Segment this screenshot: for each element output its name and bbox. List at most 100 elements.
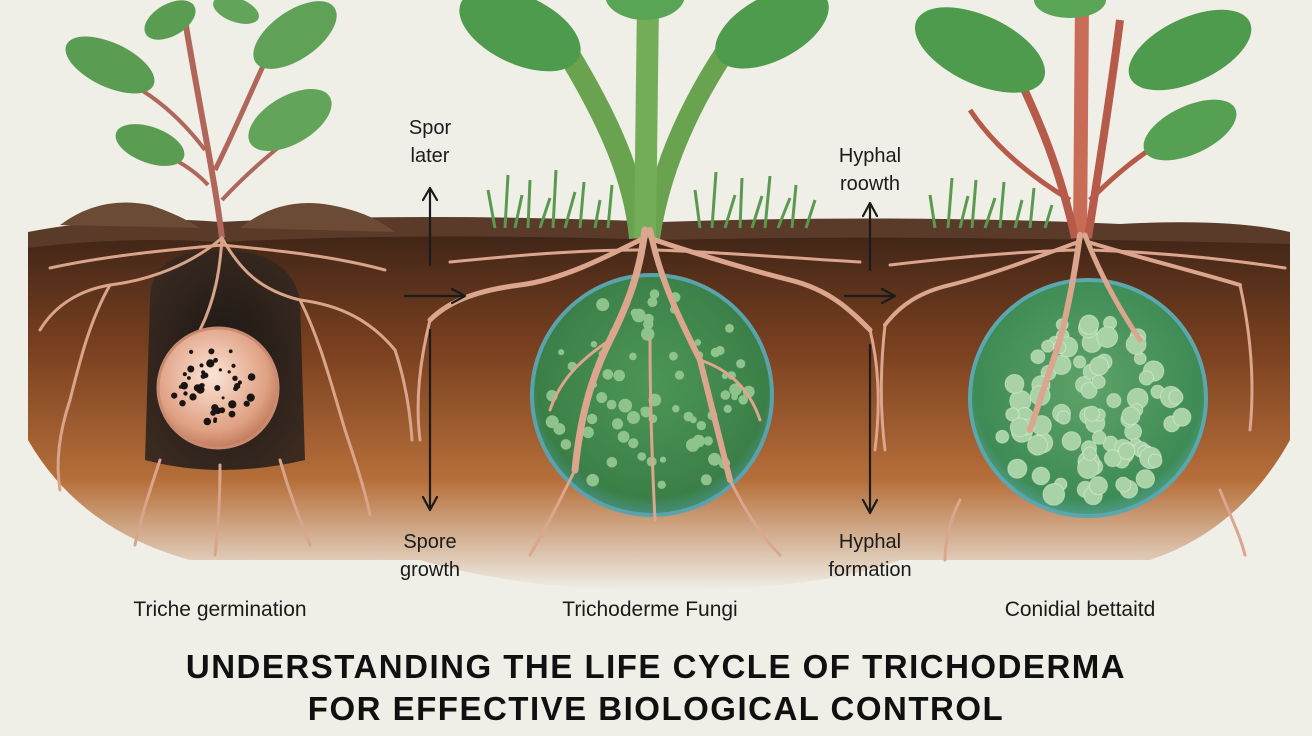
colony-spot (672, 405, 680, 413)
colony-spot (696, 420, 706, 431)
conidium (1172, 407, 1192, 427)
plant-1 (65, 0, 337, 239)
colony-spot (674, 370, 685, 380)
seed-spot (234, 383, 241, 390)
colony-spot (596, 298, 610, 312)
conidium (1096, 326, 1119, 349)
seed-spot (199, 363, 204, 368)
seed-spot (183, 391, 188, 396)
diagram-title-line-1: UNDERSTANDING THE LIFE CYCLE OF TRICHODE… (185, 648, 1127, 685)
colony-spot (708, 452, 721, 466)
colony-spot (659, 456, 667, 463)
colony-spot (669, 351, 678, 361)
seed-spot (211, 404, 219, 412)
colony-spot (613, 369, 625, 382)
colony-spot (733, 386, 741, 394)
arrow-label-left-top: Spor later (408, 117, 452, 167)
conidium (1073, 355, 1087, 369)
conidium (1115, 476, 1132, 493)
colony-spot (590, 341, 598, 348)
colony-spot (736, 359, 746, 369)
diagram-title-line-2: FOR EFFECTIVE BIOLOGICAL CONTROL (307, 690, 1005, 727)
colony-spot (640, 407, 647, 414)
colony-spot (637, 452, 647, 461)
seed-spot (189, 393, 197, 401)
conidium (1088, 476, 1109, 496)
roots-2 (416, 226, 880, 557)
conidium (1005, 407, 1020, 422)
seed-spot (203, 417, 212, 426)
colony-spot (586, 413, 598, 425)
conidium (1056, 410, 1071, 425)
conidium (1135, 469, 1156, 489)
colony-spot (689, 416, 697, 424)
colony-spot (628, 438, 639, 449)
seed-spot (171, 392, 178, 399)
conidium (1004, 373, 1025, 394)
conidium (1007, 458, 1028, 479)
seed-spot (218, 368, 222, 372)
colony-spot (723, 404, 732, 413)
seed-spot (187, 376, 191, 380)
colony-spot (731, 393, 738, 401)
seed-spot (213, 419, 217, 423)
colony-spot (611, 418, 624, 430)
colony-spot (586, 473, 599, 487)
seed-spot (182, 372, 187, 377)
seed-spot (246, 393, 255, 402)
conidium (1117, 442, 1136, 460)
colony-spot (657, 480, 666, 489)
conidium (1031, 466, 1051, 486)
colony-spot (742, 385, 755, 398)
colony-spot (647, 297, 658, 308)
conidium (1121, 406, 1141, 426)
colony-spot (725, 323, 734, 333)
seed-spot (247, 373, 256, 381)
seed-spot (200, 373, 206, 379)
colony-spot (694, 339, 702, 346)
arrow-right-1 (403, 287, 467, 305)
seed-spot (208, 348, 215, 355)
conidium (1030, 349, 1046, 365)
colony-spot (715, 345, 725, 356)
stage-label-conidial: Conidial bettaitd (1004, 598, 1156, 621)
colony-spot (641, 327, 655, 341)
colony-spot (602, 369, 614, 380)
conidium (1091, 374, 1106, 389)
arrow-label-left-bottom: Spore growth (399, 531, 461, 581)
seed-spot (206, 359, 215, 368)
conidium (1027, 434, 1048, 456)
colony-spot (617, 430, 630, 443)
colony-spot (606, 457, 618, 468)
colony-spot (582, 426, 594, 439)
conidium (1078, 314, 1100, 335)
seed-spot (221, 396, 225, 400)
conidium (1061, 431, 1082, 451)
grass-tufts (486, 169, 1054, 229)
arrow-right-2 (843, 287, 897, 305)
conidium (1080, 382, 1098, 399)
colony-spot (700, 474, 712, 486)
arrow-up-right (861, 201, 879, 272)
seed-spot (187, 365, 195, 373)
colony-spot (558, 349, 565, 356)
colony-spot (560, 439, 572, 450)
conidium (1106, 393, 1122, 409)
plant-2 (459, 0, 829, 240)
colony-spot (606, 399, 617, 410)
conidium (1168, 389, 1184, 405)
conidium (1009, 417, 1030, 438)
plant-3 (914, 0, 1252, 239)
conidium (1041, 339, 1055, 353)
conidium (1103, 449, 1122, 468)
seed-spot (189, 349, 194, 354)
colony-spot (703, 436, 713, 446)
colony-spot (720, 390, 731, 400)
colony-spot (632, 308, 646, 323)
flow-arrows (403, 186, 897, 515)
seed-spot (198, 383, 204, 389)
colony-spot (643, 313, 654, 324)
seed-spot (228, 410, 236, 418)
seed-spot (228, 349, 233, 354)
